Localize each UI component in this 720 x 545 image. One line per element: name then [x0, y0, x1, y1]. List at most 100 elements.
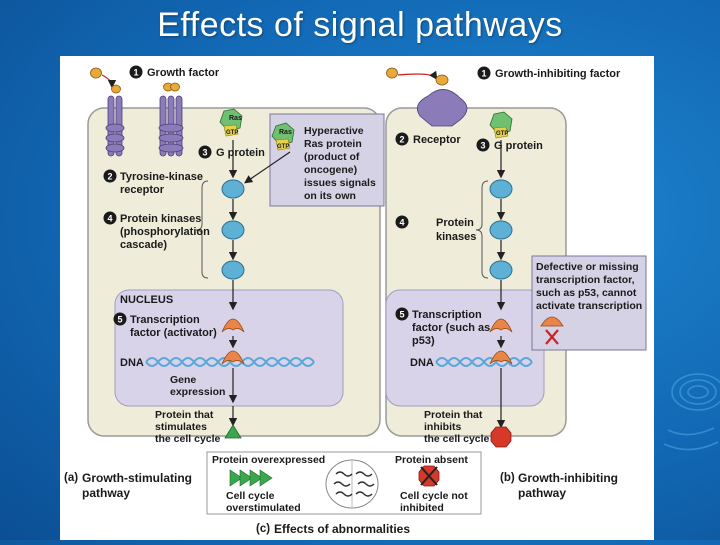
stim-protein-label-line2: stimulates	[155, 421, 207, 433]
overstimulated-arrows-icon	[229, 469, 273, 487]
caption-b-line2: pathway	[518, 486, 566, 500]
receptor-right-icon	[416, 89, 468, 127]
step-5-marker-right	[395, 307, 409, 321]
step-1-number-right: 1	[481, 69, 486, 79]
receptor-label-right: Receptor	[413, 134, 461, 146]
transcription-factor-right-icon	[489, 318, 513, 333]
g-protein-label-left: G protein	[216, 147, 265, 159]
step-3-number-right: 3	[480, 141, 485, 151]
kinase-3-right	[489, 260, 513, 280]
kinases-label-right-line1: Protein	[436, 217, 474, 229]
kinases-label-left-line1: Protein kinases	[120, 213, 201, 225]
protein-overexpressed-label: Protein overexpressed	[212, 454, 325, 466]
step-3-number-left: 3	[202, 148, 207, 158]
cell-cycle-over-line1: Cell cycle	[226, 490, 275, 502]
dna-label-left: DNA	[120, 357, 144, 369]
callout-ras-line3: (product of	[304, 151, 360, 163]
hyperactive-ras-icon	[271, 122, 295, 151]
step-4-marker-left	[103, 211, 117, 225]
callout-ras-line5: issues signals	[304, 177, 376, 189]
gene-expression-label-line1: Gene	[170, 374, 196, 386]
protein-absent-label: Protein absent	[395, 454, 468, 466]
nucleus-label: NUCLEUS	[120, 294, 173, 306]
dna-left-icon	[145, 357, 315, 367]
growth-factor-label: Growth factor	[147, 67, 220, 79]
receptor-label-left-line2: receptor	[120, 184, 165, 196]
callout-ras-line1: Hyperactive	[304, 125, 364, 137]
growth-inhibiting-factor-icon	[386, 67, 449, 86]
absent-protein-icon	[418, 465, 440, 487]
step-2-marker-left	[103, 169, 117, 183]
caption-a-line1: Growth-stimulating	[82, 471, 192, 485]
callout-p53-line1: Defective or missing	[536, 261, 639, 273]
step-3-marker-left	[198, 145, 212, 159]
tf-label-right-line3: p53)	[412, 335, 435, 347]
g-protein-right-icon	[489, 111, 513, 139]
g-protein-label-right: G protein	[494, 140, 543, 152]
caption-c-text: Effects of abnormalities	[274, 522, 410, 536]
defective-x-icon	[545, 329, 559, 345]
inhib-protein-label-line3: the cell cycle	[424, 433, 490, 445]
cell-cycle-over-line2: overstimulated	[226, 502, 301, 514]
callout-p53-line2: transcription factor,	[536, 274, 635, 286]
inhibiting-protein-icon	[490, 426, 512, 448]
step-1-marker-left	[129, 65, 143, 79]
kinase-3-left	[221, 260, 245, 280]
gtp-label-left: GTP	[226, 130, 238, 136]
slide-title: Effects of signal pathways	[157, 6, 563, 44]
callout-p53-line4: activate transcription	[536, 300, 642, 312]
kinase-bracket-right	[475, 180, 489, 279]
dna-label-right: DNA	[410, 357, 434, 369]
step-2-marker-right	[395, 132, 409, 146]
step-5-number-left: 5	[117, 315, 122, 325]
tyrosine-kinase-receptor-icon	[105, 95, 184, 157]
tf-label-right-line2: factor (such as	[412, 322, 490, 334]
inhib-protein-label-line2: inhibits	[424, 421, 461, 433]
step-3-marker-right	[476, 138, 490, 152]
stim-protein-label-line3: the cell cycle	[155, 433, 221, 445]
decorative-swirl-icon	[663, 373, 720, 451]
step-4-number-left: 4	[107, 214, 112, 224]
inhib-protein-label-line1: Protein that	[424, 409, 483, 421]
kinase-1-right	[489, 179, 513, 199]
gtp-label-callout: GTP	[277, 144, 289, 150]
kinase-2-right	[489, 220, 513, 240]
transcription-factor-bound-left-icon	[221, 350, 245, 365]
tf-label-left-line2: factor (activator)	[130, 327, 217, 339]
caption-a-line2: pathway	[82, 486, 130, 500]
cell-cycle-not-inhibited-line1: Cell cycle not	[400, 490, 468, 502]
transcription-factor-bound-right-icon	[489, 350, 513, 365]
callout-p53-line3: such as p53, cannot	[536, 287, 637, 299]
caption-b-letter: (b)	[500, 472, 515, 484]
growth-factor-icon	[90, 67, 180, 94]
step-4-number-right: 4	[399, 218, 404, 228]
gene-expression-label-line2: expression	[170, 386, 225, 398]
tf-label-left-line1: Transcription	[130, 314, 200, 326]
kinase-bracket-left	[195, 180, 209, 279]
callout-ras-line4: oncogene)	[304, 164, 357, 176]
cell-cycle-not-inhibited-line2: inhibited	[400, 502, 444, 514]
diagram-panel: 1 Growth factor Ras GTP 3 G protein 2 Ty…	[60, 56, 654, 540]
tf-label-right-line1: Transcription	[412, 309, 482, 321]
step-2-number-right: 2	[399, 135, 404, 145]
dna-right-icon	[435, 357, 533, 367]
callout-ras-line6: on its own	[304, 190, 356, 202]
ras-label-left: Ras	[229, 115, 242, 122]
caption-b-line1: Growth-inhibiting	[518, 471, 618, 485]
ras-protein-icon	[219, 108, 243, 137]
step-5-marker-left	[113, 312, 127, 326]
defective-tf-icon	[540, 316, 564, 327]
step-4-marker-right	[395, 215, 409, 229]
step-2-number-left: 2	[107, 172, 112, 182]
callout-ras-arrow	[244, 151, 291, 184]
growth-inhibiting-label: Growth-inhibiting factor	[495, 68, 621, 80]
stimulating-protein-icon	[224, 424, 242, 439]
signal-pathways-diagram: 1 Growth factor Ras GTP 3 G protein 2 Ty…	[64, 65, 647, 536]
step-1-number-left: 1	[133, 68, 138, 78]
dividing-cell-icon	[325, 459, 379, 509]
kinases-label-right-line2: kinases	[436, 231, 476, 243]
step-1-marker-right	[477, 66, 491, 80]
transcription-factor-left-icon	[221, 318, 245, 333]
nucleus-left	[114, 289, 344, 407]
gtp-label-right: GTP	[496, 131, 508, 137]
